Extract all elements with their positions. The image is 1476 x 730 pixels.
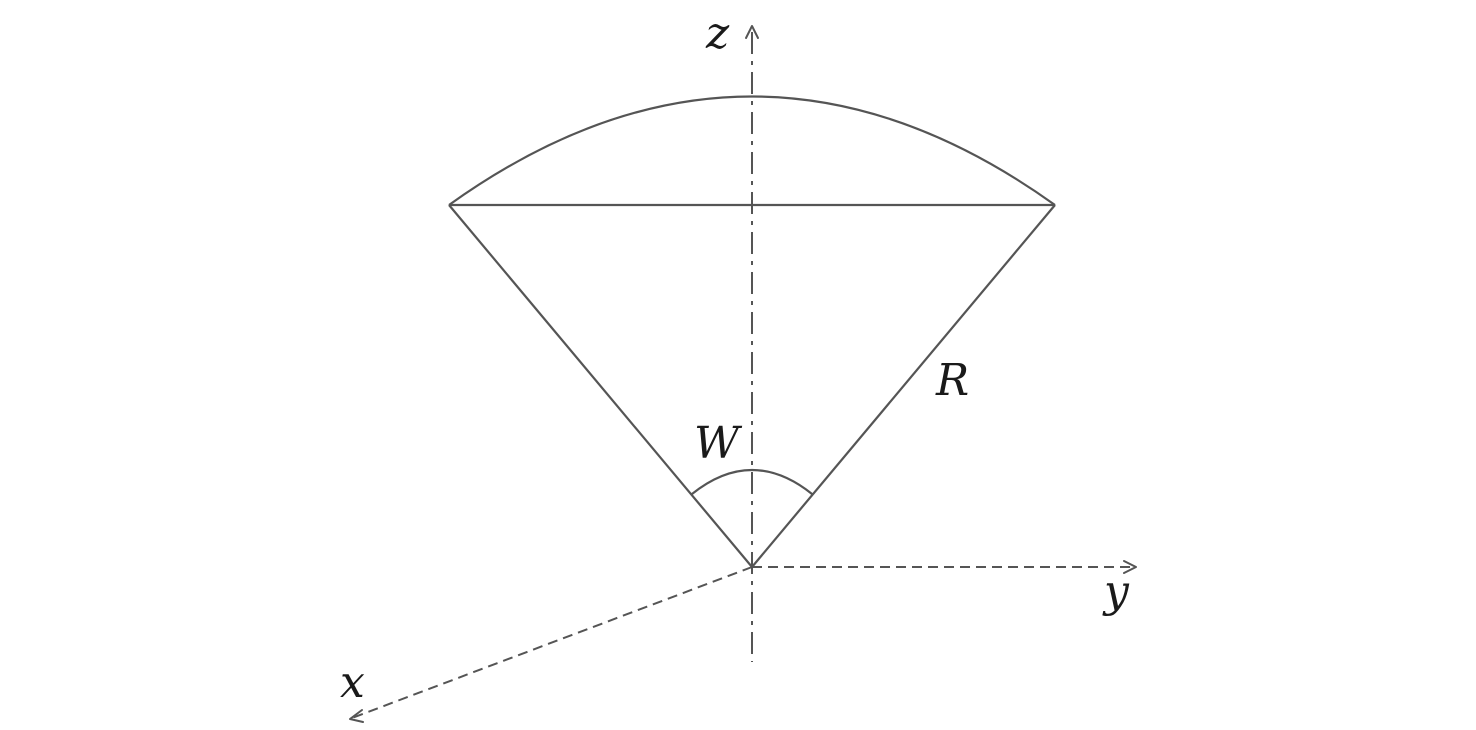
z-axis-arrowhead bbox=[745, 25, 759, 39]
y-axis-arrowhead bbox=[1123, 560, 1137, 574]
angle-arc bbox=[691, 468, 813, 495]
x-axis-line bbox=[351, 566, 753, 719]
right-generatrix bbox=[751, 204, 1056, 568]
z-axis-label: z bbox=[705, 8, 730, 59]
x-axis-label: x bbox=[340, 657, 365, 708]
y-axis-label: y bbox=[1102, 566, 1130, 617]
left-generatrix bbox=[448, 204, 753, 568]
radius-label: R bbox=[935, 355, 969, 406]
x-axis-arrowhead bbox=[349, 709, 364, 723]
top-arc bbox=[448, 95, 1056, 206]
angle-label: W bbox=[694, 418, 743, 469]
